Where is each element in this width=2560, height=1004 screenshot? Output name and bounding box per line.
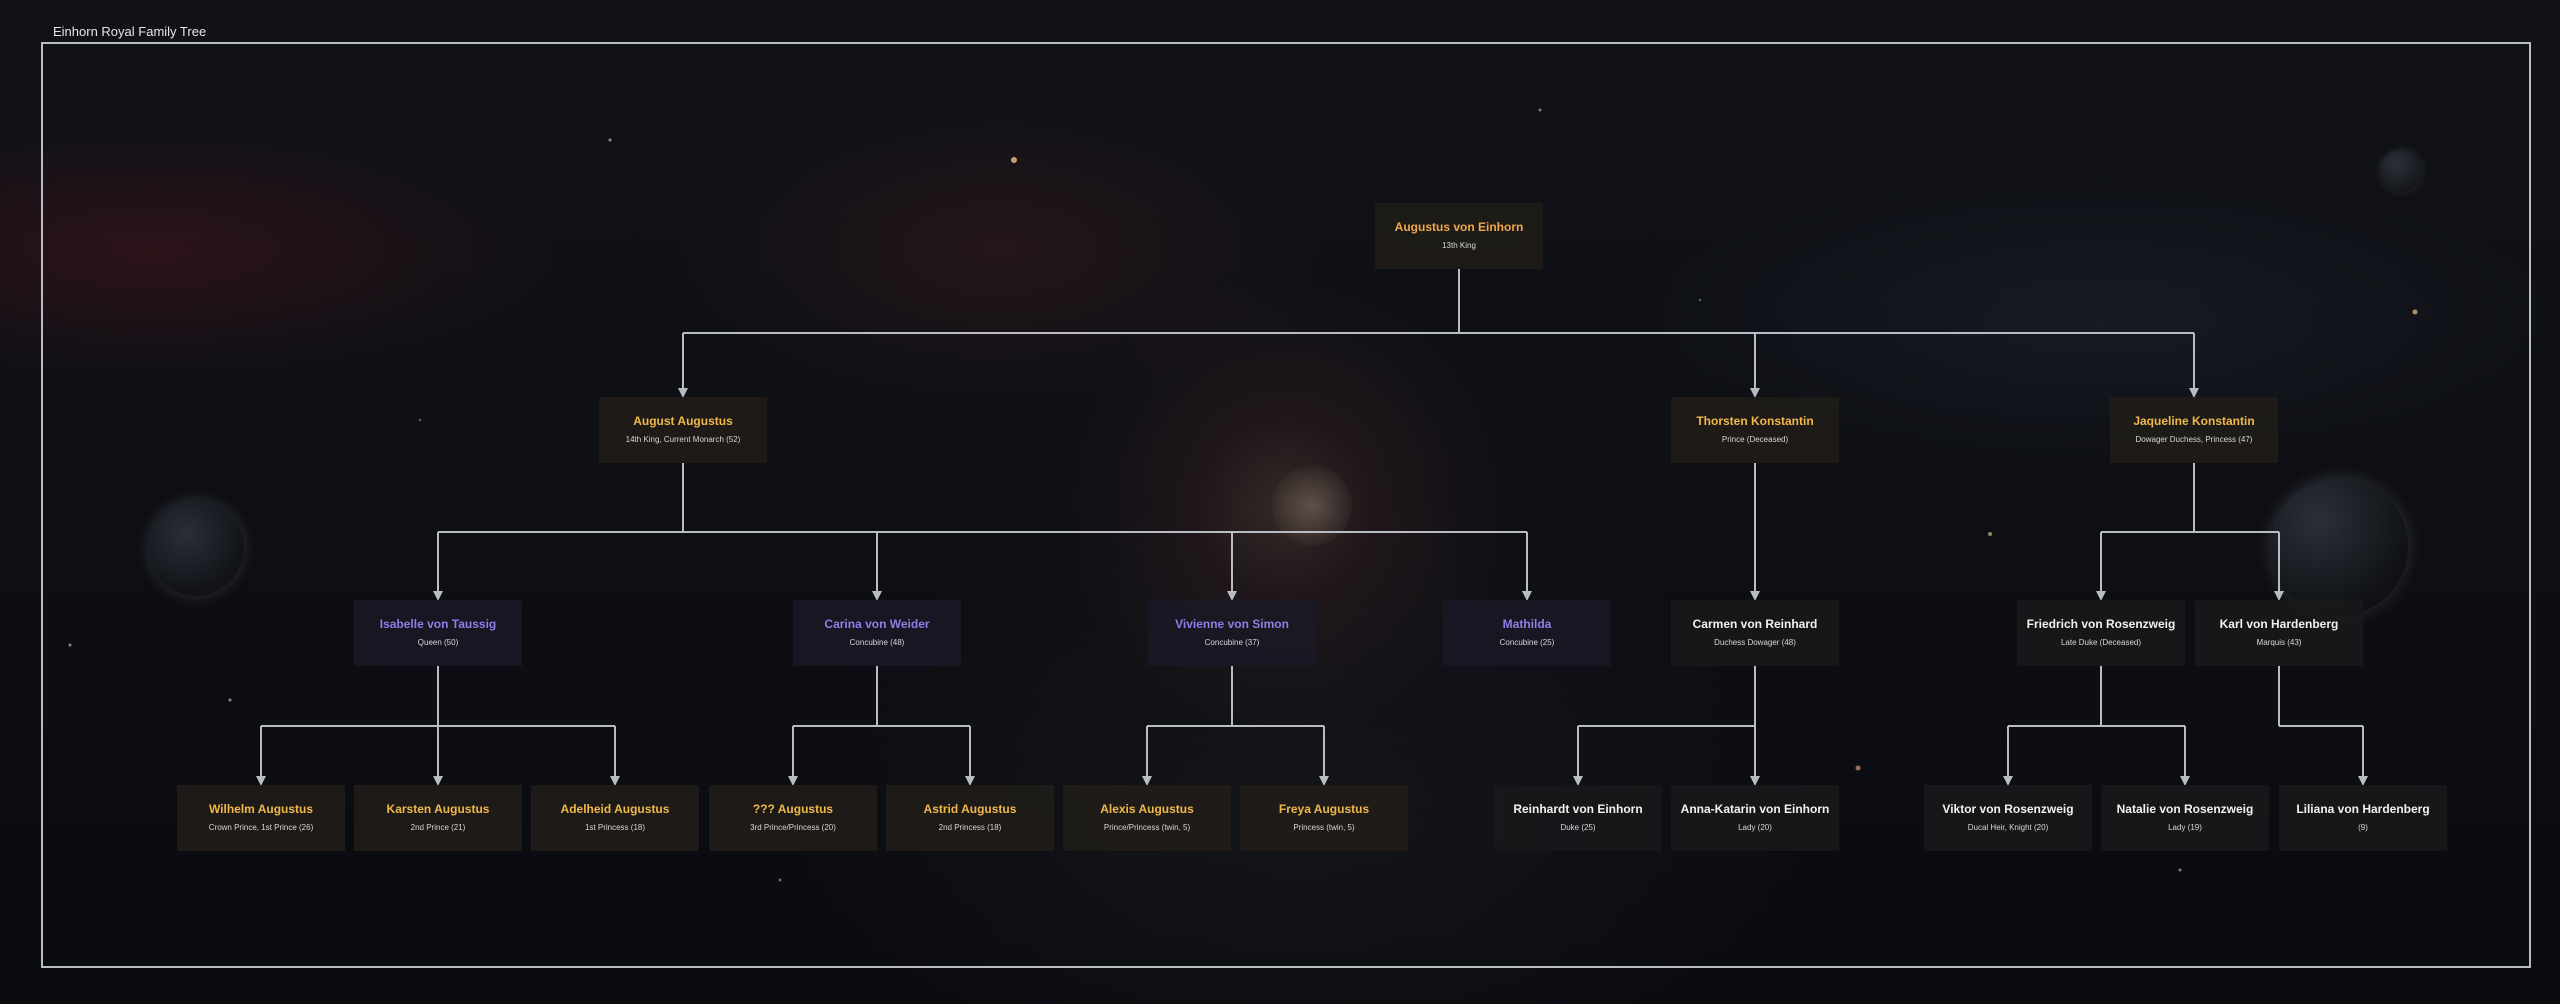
node-title: Duke (25): [1560, 823, 1596, 832]
node-name: Friedrich von Rosenzweig: [2026, 617, 2176, 631]
node-astrid-augustus[interactable]: Astrid Augustus 2nd Princess (18): [886, 785, 1054, 851]
node-name: August Augustus: [633, 414, 733, 428]
node-name: Karl von Hardenberg: [2219, 617, 2339, 631]
node-adelheid-augustus[interactable]: Adelheid Augustus 1st Princess (18): [531, 785, 699, 851]
node-name: Thorsten Konstantin: [1696, 414, 1814, 428]
node-title: Ducal Heir, Knight (20): [1967, 823, 2049, 832]
node-title: Duchess Dowager (48): [1714, 638, 1796, 647]
node-liliana-von-hardenberg[interactable]: Liliana von Hardenberg (9): [2279, 785, 2447, 851]
node-karsten-augustus[interactable]: Karsten Augustus 2nd Prince (21): [354, 785, 522, 851]
node-title: Late Duke (Deceased): [2060, 638, 2142, 647]
node-title: 2nd Prince (21): [410, 823, 466, 832]
node-title: Princess (twin, 5): [1293, 823, 1355, 832]
node-title: 13th King: [1442, 241, 1476, 250]
node-name: Natalie von Rosenzweig: [2116, 802, 2254, 816]
node-title: (9): [2358, 823, 2368, 832]
node-title: Prince/Princess (twin, 5): [1103, 823, 1191, 832]
node-augustus-von-einhorn[interactable]: Augustus von Einhorn 13th King: [1375, 203, 1543, 269]
node-title: Dowager Duchess, Princess (47): [2135, 435, 2253, 444]
node-name: Liliana von Hardenberg: [2296, 802, 2430, 816]
node-name: Freya Augustus: [1278, 802, 1370, 816]
node-unknown-augustus[interactable]: ??? Augustus 3rd Prince/Princess (20): [709, 785, 877, 851]
node-name: Reinhardt von Einhorn: [1513, 802, 1643, 816]
node-title: Lady (19): [2168, 823, 2202, 832]
node-name: Adelheid Augustus: [560, 802, 670, 816]
node-name: Viktor von Rosenzweig: [1942, 802, 2074, 816]
node-title: Queen (50): [417, 638, 459, 647]
node-name: Anna-Katarin von Einhorn: [1680, 802, 1830, 816]
node-august-augustus[interactable]: August Augustus 14th King, Current Monarc…: [599, 397, 767, 463]
node-name: Jaqueline Konstantin: [2133, 414, 2255, 428]
node-title: Marquis (43): [2256, 638, 2302, 647]
node-title: 2nd Princess (18): [938, 823, 1002, 832]
node-name: Isabelle von Taussig: [379, 617, 497, 631]
page-title: Einhorn Royal Family Tree: [53, 24, 207, 39]
node-name: Alexis Augustus: [1100, 802, 1194, 816]
tree-frame: [41, 42, 2531, 968]
node-title: 14th King, Current Monarch (52): [625, 435, 741, 444]
node-name: Astrid Augustus: [923, 802, 1017, 816]
node-title: 1st Princess (18): [584, 823, 646, 832]
node-title: Lady (20): [1738, 823, 1772, 832]
node-title: Concubine (37): [1204, 638, 1260, 647]
node-name: Wilhelm Augustus: [208, 802, 314, 816]
node-name: Carina von Weider: [824, 617, 930, 631]
node-name: Karsten Augustus: [386, 802, 490, 816]
node-title: Prince (Deceased): [1721, 435, 1789, 444]
node-title: Concubine (48): [849, 638, 905, 647]
node-title: Concubine (25): [1499, 638, 1555, 647]
node-title: 3rd Prince/Princess (20): [750, 823, 836, 832]
node-name: Carmen von Reinhard: [1692, 617, 1818, 631]
node-name: Mathilda: [1502, 617, 1552, 631]
node-name: Augustus von Einhorn: [1394, 220, 1524, 234]
node-name: Vivienne von Simon: [1175, 617, 1289, 631]
node-title: Crown Prince, 1st Prince (26): [208, 823, 314, 832]
node-name: ??? Augustus: [752, 802, 834, 816]
